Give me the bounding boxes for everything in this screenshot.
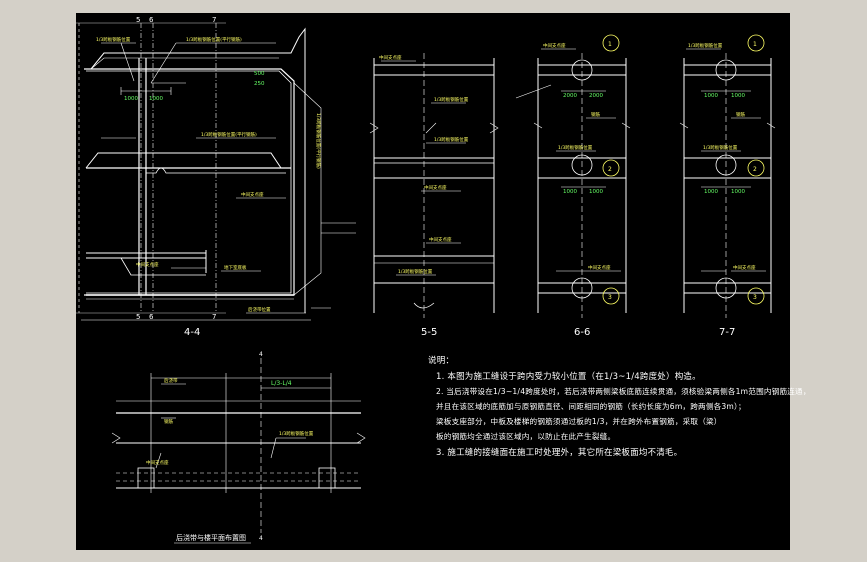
section-4-4-title: 4-4 [184, 327, 200, 338]
note-line: 并且在该区域的底筋加与原钢筋直径、间距相同的钢筋（长约长度为6m，跨两侧各3m）… [436, 402, 746, 411]
axis-label: 4 [259, 351, 263, 358]
dim-label: 2000 [589, 93, 603, 99]
drawing-sheet: 4-4 5-5 6-6 7-7 5 6 7 5 6 7 1000 1000 25… [76, 13, 810, 550]
section-7-7-title: 7-7 [719, 327, 735, 338]
annotation: 1/3跨板钢筋位置 [703, 144, 738, 151]
annotation: 中间支点座 [424, 184, 447, 191]
note-line: 板的钢筋均全通过该区域内，以防止在此产生裂缝。 [436, 432, 616, 441]
callout-number: 2 [753, 166, 757, 173]
dim-label: 500 [254, 71, 265, 77]
annotation: 中间支点座 [379, 54, 402, 61]
annotation: 1/3跨板钢筋位置 [688, 42, 723, 49]
dim-label: 250 [254, 81, 265, 87]
callout-number: 3 [753, 294, 757, 301]
annotation: 中间支点座 [429, 236, 452, 243]
annotation: 地下室底板 [224, 264, 247, 271]
section-5-5 [369, 53, 499, 318]
section-5-5-title: 5-5 [421, 327, 437, 338]
annotation-vertical: 1/3跨板钢筋位置(平行钢筋) [315, 113, 322, 169]
section-6-6 [515, 48, 631, 318]
drawing-canvas: 4-4 5-5 6-6 7-7 5 6 7 5 6 7 1000 1000 25… [76, 16, 776, 544]
annotation: 1/3跨板钢筋位置 [398, 268, 433, 275]
dim-label: L/3-L/4 [271, 380, 292, 387]
plan-title: 后浇带与楼平面布置图 [176, 533, 246, 542]
notes-heading: 说明： [428, 356, 455, 366]
plan-view [111, 358, 366, 544]
section-4-4 [76, 22, 356, 321]
annotation: 1/3跨板钢筋位置(平行钢筋) [186, 36, 242, 43]
axis-label: 7 [212, 16, 216, 24]
dim-label: 1000 [704, 93, 718, 99]
annotation: 1/3跨板钢筋位置 [434, 136, 469, 143]
dim-label: 1000 [704, 189, 718, 195]
axis-label: 6 [149, 313, 154, 321]
annotation: 钢筋 [736, 111, 745, 118]
section-7-7 [679, 48, 776, 318]
axis-label: 7 [212, 313, 216, 321]
dim-label: 1000 [731, 189, 745, 195]
dim-label: 2000 [563, 93, 577, 99]
dim-label: 1000 [149, 96, 163, 102]
section-6-6-title: 6-6 [574, 327, 590, 338]
annotation: 钢筋 [591, 111, 600, 118]
annotation: 中间支点座 [241, 191, 264, 198]
callout-number: 3 [608, 294, 612, 301]
annotation: 中间支点座 [136, 261, 159, 268]
annotation: 1/3跨板钢筋位置 [558, 144, 593, 151]
annotation: 1/3跨板钢筋位置 [434, 96, 469, 103]
axis-label: 4 [259, 535, 263, 542]
callout-number: 2 [608, 166, 612, 173]
annotation: 钢筋 [164, 418, 173, 425]
note-line: 梁板支座部分，中板及楼梯的钢筋须通过板的1/3，并在跨外布置钢筋，采取（梁） [436, 417, 722, 426]
dim-label: 1000 [563, 189, 577, 195]
dim-label: 1000 [731, 93, 745, 99]
annotation: 中间支点座 [146, 459, 169, 466]
annotation: 1/3跨板钢筋位置(平行钢筋) [201, 131, 257, 138]
note-line: 3. 施工缝的接缝面在施工时处理外，其它所在梁板面均不清毛。 [436, 448, 683, 458]
annotation: 中间支点座 [588, 264, 611, 271]
axis-label: 6 [149, 16, 154, 24]
dim-label: 1000 [589, 189, 603, 195]
axis-label: 5 [136, 313, 140, 321]
annotation: 后浇带位置 [248, 306, 271, 313]
note-line: 2. 当后浇带设在1/3~1/4跨度处时，若后浇带两侧梁板底筋连续贯通，须核验梁… [436, 387, 811, 396]
annotation: 中间支点座 [543, 42, 566, 49]
annotation: 后浇带 [164, 377, 178, 384]
annotation: 1/3跨板钢筋位置 [279, 430, 314, 437]
note-line: 1. 本图为施工缝设于跨内受力较小位置（在1/3~1/4跨度处）构造。 [436, 372, 701, 382]
dim-label: 1000 [124, 96, 138, 102]
callout-number: 1 [608, 41, 612, 48]
callout-number: 1 [753, 41, 757, 48]
annotation: 1/3跨板钢筋位置 [96, 36, 131, 43]
axis-label: 5 [136, 16, 140, 24]
annotation: 中间支点座 [733, 264, 756, 271]
